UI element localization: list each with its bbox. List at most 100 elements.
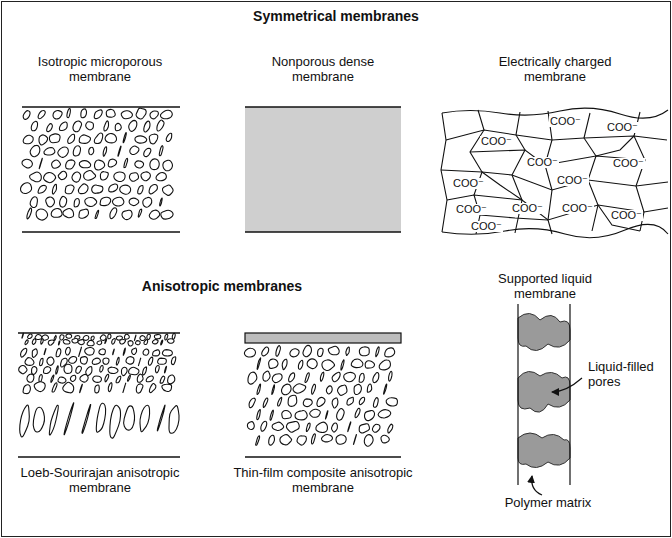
pore bbox=[104, 121, 109, 131]
pore bbox=[354, 384, 361, 394]
pore bbox=[30, 172, 42, 182]
pore bbox=[281, 384, 291, 395]
pore bbox=[289, 373, 295, 382]
pore bbox=[84, 171, 96, 181]
pore bbox=[134, 335, 136, 340]
pore bbox=[148, 357, 152, 365]
pore bbox=[138, 185, 143, 193]
pore bbox=[85, 197, 97, 206]
pore bbox=[100, 172, 108, 180]
pore bbox=[149, 210, 159, 219]
pore bbox=[351, 359, 363, 368]
pore bbox=[108, 159, 116, 167]
pore bbox=[325, 411, 327, 419]
pore bbox=[52, 383, 57, 392]
pore bbox=[312, 384, 316, 394]
pore bbox=[123, 383, 126, 392]
pore bbox=[149, 134, 158, 144]
pore bbox=[124, 406, 135, 430]
pore bbox=[95, 385, 100, 393]
pore bbox=[306, 423, 310, 432]
pore bbox=[105, 339, 107, 344]
pore bbox=[69, 356, 77, 363]
pore bbox=[19, 365, 27, 373]
pore bbox=[126, 357, 134, 364]
pore bbox=[160, 110, 172, 119]
pore bbox=[247, 422, 254, 430]
charge-label: COO⁻ bbox=[561, 203, 594, 214]
pore bbox=[60, 196, 67, 207]
pore bbox=[78, 340, 85, 345]
pore bbox=[303, 345, 312, 356]
pore bbox=[25, 358, 34, 366]
pore bbox=[162, 384, 172, 391]
pore bbox=[144, 121, 150, 132]
pore bbox=[135, 136, 147, 143]
pore bbox=[30, 145, 40, 156]
pore bbox=[136, 108, 146, 119]
pore bbox=[105, 133, 117, 142]
pore bbox=[79, 209, 89, 218]
pore bbox=[83, 335, 89, 340]
pore bbox=[66, 334, 72, 338]
pore bbox=[116, 357, 119, 365]
pore bbox=[49, 405, 58, 435]
pore bbox=[35, 334, 42, 339]
support-pores bbox=[244, 345, 397, 446]
pore bbox=[56, 348, 61, 356]
pore bbox=[367, 384, 371, 392]
pore bbox=[108, 367, 118, 373]
pore bbox=[47, 357, 54, 365]
pore bbox=[244, 348, 255, 357]
pore bbox=[359, 397, 364, 404]
pore bbox=[110, 208, 117, 219]
pore bbox=[318, 348, 324, 356]
pore bbox=[93, 376, 102, 382]
pore bbox=[282, 411, 292, 419]
pore bbox=[108, 334, 111, 339]
pore bbox=[87, 340, 94, 345]
pore bbox=[128, 375, 131, 381]
pore bbox=[337, 409, 345, 421]
pore bbox=[293, 384, 306, 394]
pore bbox=[171, 357, 175, 365]
pore bbox=[341, 360, 344, 370]
pore bbox=[359, 373, 364, 382]
pore bbox=[303, 399, 312, 407]
pore bbox=[272, 385, 275, 395]
pore bbox=[23, 135, 33, 144]
pore bbox=[379, 360, 390, 370]
pore bbox=[25, 340, 28, 345]
pore bbox=[365, 361, 374, 368]
pore bbox=[114, 172, 125, 181]
pore bbox=[43, 367, 50, 374]
membrane-label: Polymer matrix bbox=[498, 496, 598, 511]
pore bbox=[79, 161, 90, 168]
charge-label: COO⁻ bbox=[612, 158, 645, 169]
pore bbox=[78, 184, 88, 194]
pore bbox=[47, 124, 53, 132]
pore bbox=[160, 376, 165, 383]
pore bbox=[376, 347, 379, 357]
pore bbox=[144, 148, 151, 156]
pore bbox=[46, 197, 55, 207]
pore bbox=[39, 135, 48, 145]
pore bbox=[109, 184, 118, 192]
pore bbox=[388, 424, 393, 433]
pore bbox=[94, 133, 102, 143]
pore bbox=[105, 374, 109, 382]
pore bbox=[27, 208, 32, 219]
leader-line bbox=[552, 378, 582, 392]
charge-label: COO⁻ bbox=[480, 136, 513, 147]
pore bbox=[256, 436, 260, 445]
pore bbox=[124, 158, 128, 167]
pore bbox=[143, 197, 152, 207]
pore bbox=[249, 398, 255, 407]
pore bbox=[144, 340, 148, 345]
pore bbox=[359, 424, 369, 433]
pore bbox=[269, 359, 278, 368]
pore bbox=[169, 406, 179, 434]
pore bbox=[38, 110, 45, 118]
pore bbox=[27, 374, 34, 382]
pore bbox=[346, 347, 349, 356]
